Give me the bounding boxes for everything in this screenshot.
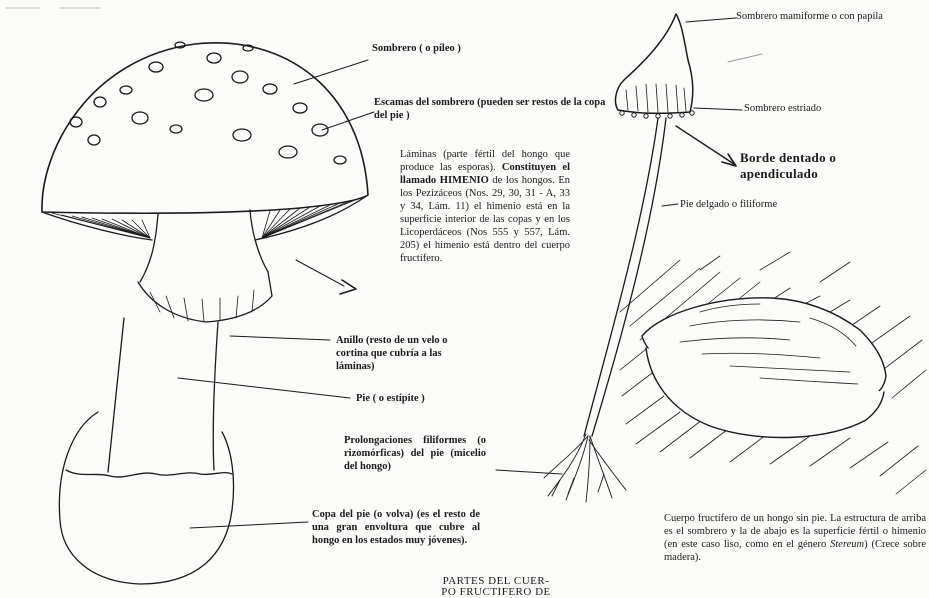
page-title: PARTES DEL CUER- PO FRUCTIFERO DE	[436, 576, 556, 598]
ring-folds	[150, 290, 254, 322]
arrow-laminas	[340, 280, 356, 294]
label-sombrero-estriado: Sombrero estriado	[744, 102, 904, 115]
label-sombrero: Sombrero ( o píleo )	[372, 42, 532, 55]
rhizomorphs	[544, 434, 626, 502]
label-pie-delgado: Pie delgado o filiforme	[680, 198, 860, 211]
volva-rim	[66, 470, 232, 477]
mushroom-cap	[42, 43, 368, 213]
gill-outline	[42, 195, 368, 240]
label-laminas: Láminas (parte fértil del hongo que prod…	[400, 148, 570, 265]
label-prolongaciones: Prolongaciones filiformes (o rizomórfica…	[344, 434, 486, 473]
cap-striations	[626, 84, 686, 112]
cap-scales	[70, 42, 346, 164]
label-borde-dentado: Borde dentado o apendiculado	[740, 150, 910, 182]
label-pie: Pie ( o estípite )	[356, 392, 496, 405]
label-cuerpo-fructifero: Cuerpo fructífero de un hongo sin pie. L…	[664, 512, 926, 564]
label-anillo: Anillo (resto de un velo o cortina que c…	[336, 334, 468, 373]
label-copa: Copa del pie (o volva) (es el resto de u…	[312, 508, 480, 547]
label-escamas: Escamas del sombrero (pueden ser restos …	[374, 96, 610, 122]
label-sombrero-mamiforme: Sombrero mamiforme o con papila	[736, 10, 926, 23]
stem-upper	[140, 210, 268, 282]
ring-annulus	[138, 272, 272, 322]
gills	[52, 198, 360, 238]
stem-lower	[108, 318, 218, 472]
slender-stem	[584, 118, 666, 436]
volva-cup	[59, 412, 233, 584]
